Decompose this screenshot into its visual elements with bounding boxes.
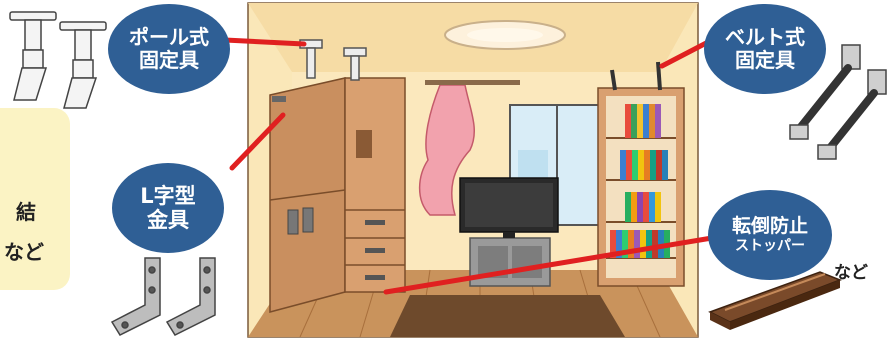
etc-note: など: [834, 258, 868, 283]
pole-fixture-label: ポール式 固定具: [108, 4, 230, 94]
stopper-label: 転倒防止 ストッパー: [708, 190, 832, 280]
room-scene: [248, 3, 698, 337]
wardrobe: [270, 78, 405, 312]
l-bracket-icon: [112, 258, 215, 335]
rug: [390, 295, 625, 337]
pole-fixture-icon: [10, 12, 106, 108]
belt-fixture-label: ベルト式 固定具: [704, 4, 826, 94]
l-bracket-label: L字型 金具: [112, 163, 224, 253]
stopper-icon: [710, 272, 840, 330]
